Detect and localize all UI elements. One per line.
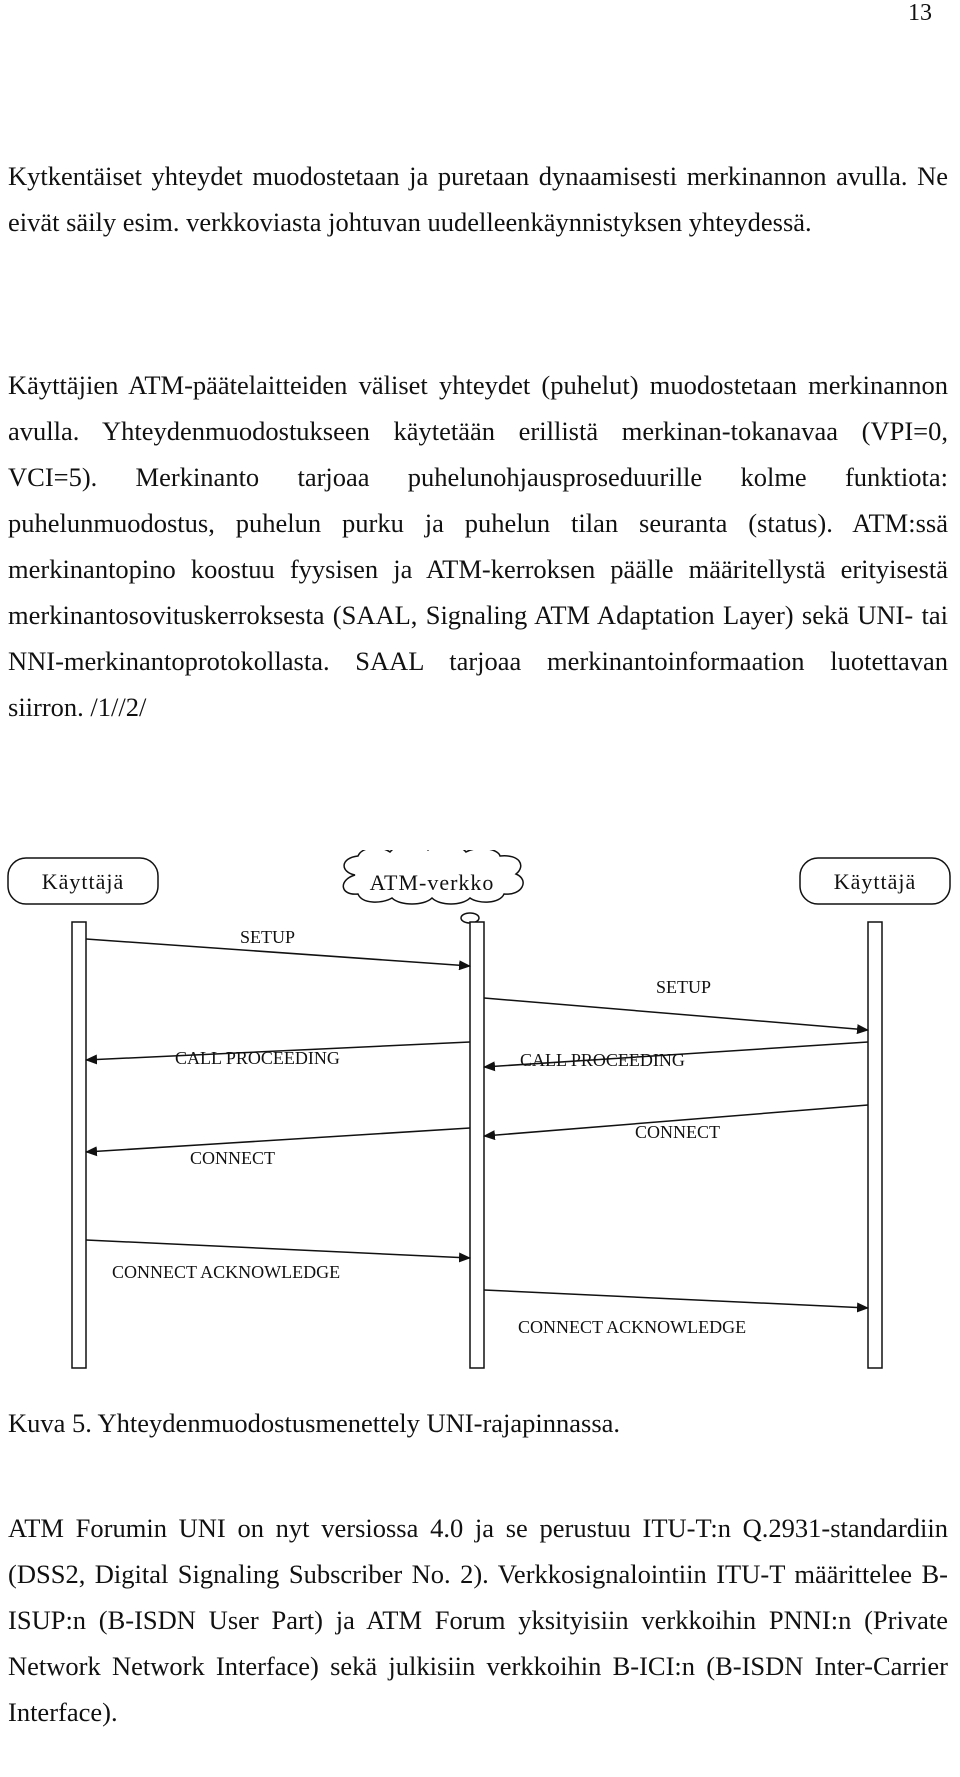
right-user-label: Käyttäjä	[834, 869, 917, 894]
arrow-connect-ack-left	[85, 1239, 471, 1263]
center-lifeline	[469, 921, 485, 1369]
arrow-connect-left	[85, 1127, 471, 1157]
paragraph-signaling: Käyttäjien ATM-päätelaitteiden väliset y…	[8, 370, 948, 722]
arrow-setup-left	[85, 938, 471, 971]
atm-network-cloud: ATM-verkko	[342, 850, 524, 924]
label-setup-left: SETUP	[240, 927, 295, 947]
paragraph-atm-forum-uni: ATM Forumin UNI on nyt versiossa 4.0 ja …	[8, 1513, 948, 1727]
label-setup-right: SETUP	[656, 977, 711, 997]
right-lifeline	[867, 921, 883, 1369]
label-call-proceeding-left: CALL PROCEEDING	[175, 1048, 340, 1068]
left-lifeline	[71, 921, 87, 1369]
arrow-call-proceeding-left	[85, 1041, 471, 1065]
left-user-box: Käyttäjä	[7, 857, 159, 905]
paragraph-switched-connections: Kytkentäiset yhteydet muodostetaan ja pu…	[8, 161, 948, 237]
label-call-proceeding-right: CALL PROCEEDING	[520, 1050, 685, 1070]
right-user-box: Käyttäjä	[799, 857, 951, 905]
label-connect-left: CONNECT	[190, 1148, 275, 1168]
signaling-sequence-diagram: Käyttäjä ATM-verkko Käyttäjä SETUP SETUP…	[7, 850, 951, 1369]
label-connect-ack-right: CONNECT ACKNOWLEDGE	[518, 1317, 746, 1337]
arrow-setup-right	[483, 997, 869, 1035]
label-connect-right: CONNECT	[635, 1122, 720, 1142]
figure-caption: Kuva 5. Yhteydenmuodostusmenettely UNI-r…	[8, 1408, 621, 1438]
left-user-label: Käyttäjä	[42, 869, 125, 894]
arrow-connect-ack-right	[483, 1289, 869, 1313]
arrow-connect-right	[483, 1104, 869, 1141]
page-number: 13	[908, 0, 932, 26]
arrow-call-proceeding-right	[483, 1041, 869, 1072]
atm-network-label: ATM-verkko	[370, 870, 495, 895]
label-connect-ack-left: CONNECT ACKNOWLEDGE	[112, 1262, 340, 1282]
